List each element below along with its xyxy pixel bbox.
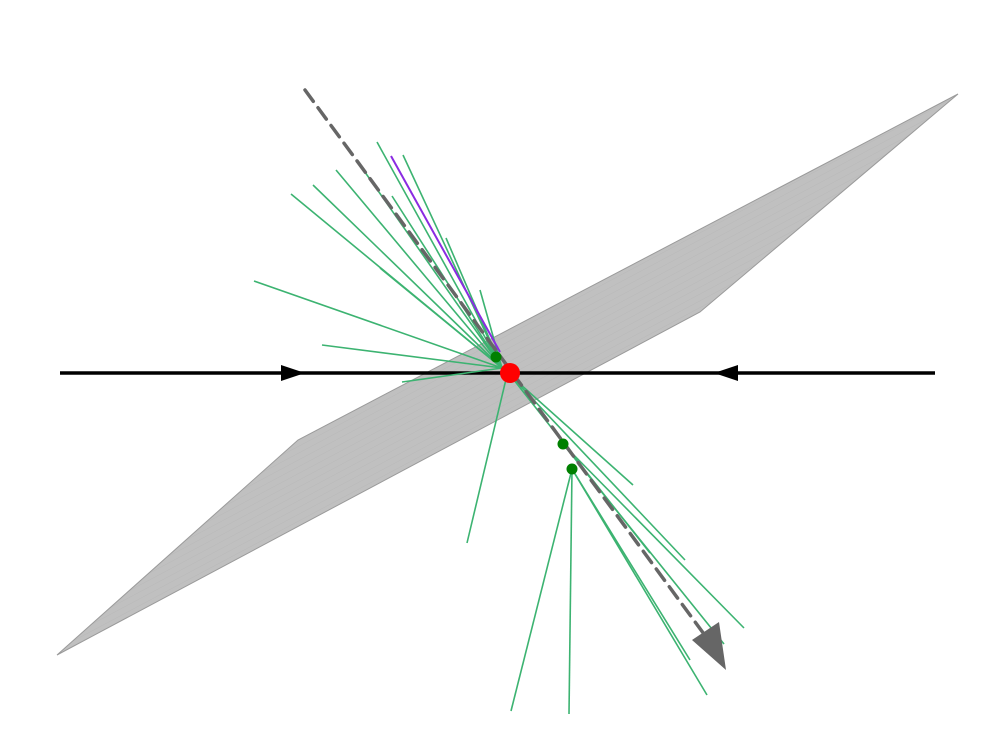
track (568, 468, 573, 715)
track (391, 195, 503, 369)
beam-arrow-right-icon (281, 365, 305, 381)
track (312, 184, 503, 369)
secondary-vertex (557, 438, 569, 450)
jet-axis-arrow-icon (692, 622, 726, 670)
track (571, 468, 691, 661)
beam-arrow-left-icon (714, 365, 738, 381)
highlight-track (390, 155, 501, 353)
track (401, 367, 503, 383)
primary-vertex (500, 363, 520, 383)
track (562, 443, 725, 645)
track (359, 164, 503, 369)
track (509, 374, 634, 486)
track (466, 374, 508, 544)
track (335, 169, 503, 369)
beam-line (60, 365, 935, 381)
track (321, 344, 503, 369)
track (509, 374, 686, 561)
track (510, 468, 573, 712)
track (379, 267, 503, 369)
secondary-vertex (490, 351, 502, 363)
secondary-vertex (566, 463, 578, 475)
track (402, 154, 503, 369)
track (562, 443, 745, 629)
track (253, 280, 503, 369)
track (376, 141, 503, 369)
